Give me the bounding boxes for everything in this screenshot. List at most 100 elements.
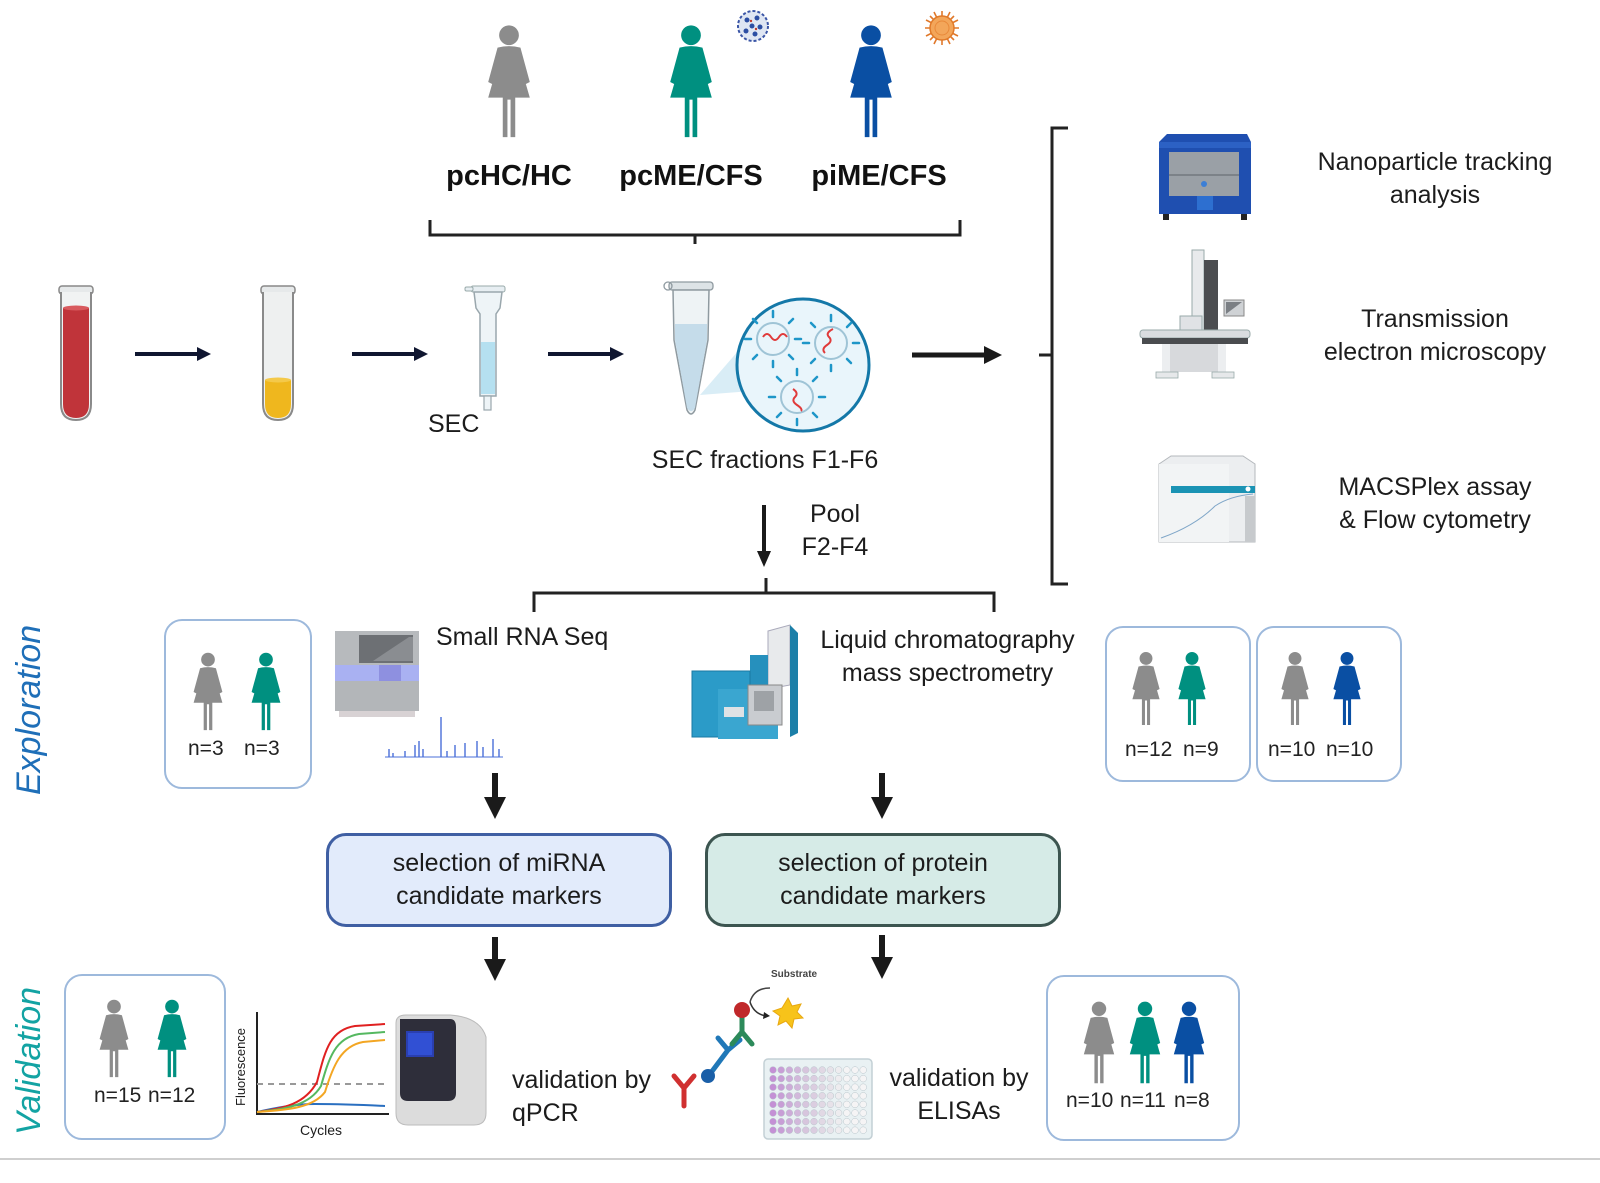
plate-well (859, 1083, 867, 1091)
plate-well (785, 1100, 794, 1109)
plate-well (785, 1066, 794, 1074)
plate-well (826, 1126, 835, 1134)
plate-well (793, 1074, 802, 1083)
sample-box-ms-pcme: n=12 n=9 (1105, 626, 1251, 782)
sample-count: n=8 (1174, 1089, 1210, 1112)
sample-count: n=3 (244, 737, 280, 760)
plasma-tube-icon (260, 285, 296, 422)
qpcr-xlabel: Cycles (300, 1122, 343, 1138)
pool-label: Pool F2-F4 (790, 498, 880, 564)
plate-well (843, 1092, 851, 1100)
characterization-bracket (1039, 126, 1068, 586)
plate-well (785, 1092, 794, 1100)
sample-count: n=11 (1120, 1089, 1166, 1112)
plate-well (834, 1117, 843, 1126)
plate-well (834, 1126, 843, 1134)
phase-label-validation: Validation (10, 986, 48, 1135)
plate-well (777, 1126, 785, 1134)
plate-well (777, 1092, 785, 1100)
arrow-down-mirna (484, 773, 506, 819)
plate-well (802, 1109, 810, 1117)
arrow-down-pool (757, 505, 771, 567)
plate-well (851, 1109, 859, 1117)
plate-well (843, 1117, 851, 1126)
sample-count: n=10 (1268, 738, 1316, 761)
plate-well (843, 1100, 851, 1109)
extracellular-vesicles-icon (735, 297, 871, 433)
plate-well (834, 1100, 843, 1109)
plate-well (818, 1066, 826, 1074)
sample-box-ms-pime: n=10 n=10 (1256, 626, 1402, 782)
arrow-right-2 (352, 347, 428, 361)
plate-well (834, 1092, 843, 1100)
plate-well (843, 1126, 851, 1134)
plate-well (793, 1126, 802, 1134)
amplification-curve-red (256, 1023, 386, 1113)
plate-well (802, 1066, 810, 1074)
plate-well (769, 1117, 777, 1126)
blood-tube-icon (58, 285, 94, 422)
woman-figure-gray (1080, 1001, 1118, 1085)
woman-figure-teal (154, 996, 190, 1082)
tem-microscope-icon (1139, 249, 1251, 379)
plate-well (851, 1083, 859, 1091)
woman-figure-pime (845, 24, 897, 140)
plate-well (826, 1066, 835, 1074)
plate-well (851, 1100, 859, 1109)
sample-box-rnaseq: n=3 n=3 (164, 619, 312, 789)
plate-well (769, 1074, 777, 1083)
plate-well (785, 1109, 794, 1117)
plate-well (859, 1100, 867, 1109)
macsplex-label-line2: & Flow cytometry (1339, 506, 1531, 534)
plate-well (810, 1100, 818, 1109)
plate-well (769, 1126, 777, 1134)
amplification-curve-green (256, 1031, 386, 1113)
arrow-down-protein (871, 773, 893, 819)
group-label-pchc: pcHC/HC (446, 160, 572, 192)
plate-well (818, 1109, 826, 1117)
sec-label: SEC (428, 410, 480, 438)
plate-well (826, 1083, 835, 1091)
plate-well (843, 1074, 851, 1083)
mirna-selection-box: selection of miRNA candidate markers (326, 833, 672, 927)
woman-figure-gray (190, 649, 226, 735)
plate-well (777, 1066, 785, 1074)
plate-well (851, 1074, 859, 1083)
elisa-label-line2: ELISAs (917, 1097, 1001, 1125)
woman-figure-blue (1170, 1001, 1208, 1085)
plate-well (793, 1117, 802, 1126)
elisa-label-line1: validation by (889, 1064, 1029, 1092)
plate-well (785, 1083, 794, 1091)
amplification-curve-orange (256, 1039, 386, 1113)
small-rna-seq-label: Small RNA Seq (436, 623, 609, 651)
plate-well (859, 1092, 867, 1100)
phase-label-exploration: Exploration (10, 624, 48, 795)
arrow-down-elisa (871, 935, 893, 979)
substrate-label: Substrate (771, 969, 818, 980)
plate-well (818, 1126, 826, 1134)
plate-well (793, 1109, 802, 1117)
protein-selection-line1: selection of protein (778, 849, 988, 877)
woman-figure-gray (1129, 648, 1163, 730)
plate-well (802, 1117, 810, 1126)
plate-well (843, 1083, 851, 1091)
woman-figure-blue (1330, 648, 1364, 730)
plate-well (834, 1074, 843, 1083)
sample-count: n=12 (1125, 738, 1173, 761)
orange-virus-icon (925, 11, 959, 45)
plate-well (785, 1126, 794, 1134)
plate-well (851, 1126, 859, 1134)
mirna-selection-line2: candidate markers (396, 882, 602, 910)
plate-well (851, 1117, 859, 1126)
woman-figure-teal (248, 649, 284, 735)
nta-label-line2: analysis (1389, 181, 1481, 209)
plate-well (793, 1100, 802, 1109)
elisa-antibody-icon (671, 987, 805, 1109)
woman-figure-pcme (665, 24, 717, 140)
blue-virus-icon (737, 10, 769, 42)
flow-cytometer-icon (1158, 455, 1256, 543)
plate-well (859, 1126, 867, 1134)
split-bracket (532, 578, 996, 612)
plate-well (802, 1074, 810, 1083)
plate-well (859, 1117, 867, 1126)
